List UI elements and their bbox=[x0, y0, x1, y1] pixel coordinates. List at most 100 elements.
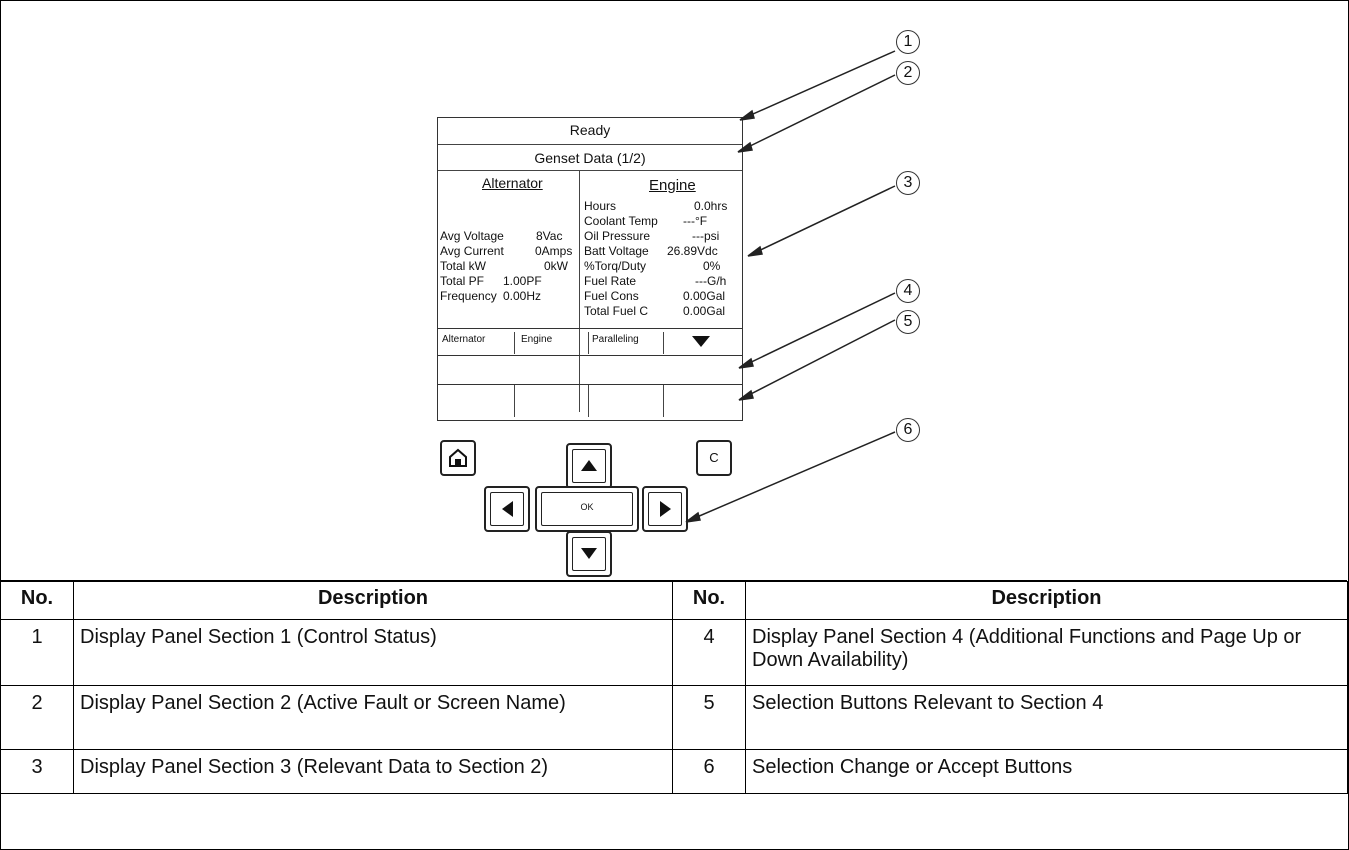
up-arrow-button[interactable] bbox=[566, 443, 612, 489]
alt-label: Total kW bbox=[440, 259, 487, 273]
leader-arrowhead bbox=[739, 109, 755, 121]
callout-6: 6 bbox=[896, 418, 920, 442]
alt-value: 8Vac bbox=[536, 229, 563, 243]
divider bbox=[588, 385, 589, 417]
leader-line bbox=[742, 292, 896, 367]
down-arrow-icon bbox=[581, 548, 597, 559]
up-arrow-icon bbox=[581, 460, 597, 471]
callout-3: 3 bbox=[896, 171, 920, 195]
divider bbox=[514, 385, 515, 417]
softkey-label-paralleling: Paralleling bbox=[592, 334, 639, 345]
eng-label: Batt Voltage bbox=[584, 244, 649, 258]
table-row: 1 Display Panel Section 1 (Control Statu… bbox=[0, 619, 1348, 686]
leader-line bbox=[751, 185, 896, 255]
alt-value: 0.00Hz bbox=[503, 289, 542, 303]
down-arrow-button[interactable] bbox=[566, 531, 612, 577]
eng-value: ---G/h bbox=[695, 274, 727, 288]
item-number: 5 bbox=[672, 685, 746, 750]
ok-button[interactable]: OK bbox=[535, 486, 639, 532]
item-number: 1 bbox=[0, 619, 74, 686]
eng-label: Oil Pressure bbox=[584, 229, 651, 243]
eng-label: Total Fuel C bbox=[584, 304, 649, 318]
alt-value: 0kW bbox=[544, 259, 568, 273]
alt-label: Frequency bbox=[440, 289, 497, 303]
callout-2: 2 bbox=[896, 61, 920, 85]
leader-arrowhead bbox=[738, 389, 754, 401]
eng-value: 0.00Gal bbox=[683, 304, 726, 318]
page-down-triangle-icon bbox=[692, 336, 710, 347]
control-status: Ready bbox=[569, 122, 611, 138]
item-description: Display Panel Section 3 (Relevant Data t… bbox=[73, 749, 673, 794]
right-arrow-button[interactable] bbox=[642, 486, 688, 532]
c-button[interactable]: C bbox=[696, 440, 732, 476]
alt-label: Total PF bbox=[440, 274, 485, 288]
leader-arrowhead bbox=[747, 245, 763, 257]
alternator-heading: Alternator bbox=[482, 175, 543, 191]
screen-name: Genset Data (1/2) bbox=[534, 150, 646, 166]
eng-label: Coolant Temp bbox=[584, 214, 658, 228]
alt-value: 0Amps bbox=[535, 244, 573, 258]
eng-label: Fuel Cons bbox=[584, 289, 639, 303]
divider bbox=[438, 144, 742, 145]
alt-value: 1.00PF bbox=[503, 274, 542, 288]
table-row: 3 Display Panel Section 3 (Relevant Data… bbox=[0, 749, 1348, 794]
divider bbox=[437, 384, 743, 385]
divider bbox=[663, 385, 664, 417]
table-header-row: No. Description No. Description bbox=[0, 581, 1348, 620]
eng-value: 0.00Gal bbox=[683, 289, 726, 303]
home-icon bbox=[449, 448, 467, 467]
divider bbox=[588, 332, 589, 354]
alt-label: Avg Current bbox=[440, 244, 504, 258]
eng-value: 26.89Vdc bbox=[667, 244, 718, 258]
table-row: 2 Display Panel Section 2 (Active Fault … bbox=[0, 685, 1348, 750]
item-number: 2 bbox=[0, 685, 74, 750]
item-number: 4 bbox=[672, 619, 746, 686]
right-arrow-icon bbox=[660, 501, 671, 517]
divider bbox=[437, 328, 743, 329]
callout-5: 5 bbox=[896, 310, 920, 334]
eng-value: 0.0hrs bbox=[694, 199, 728, 213]
description-table: No. Description No. Description 1 Displa… bbox=[0, 581, 1348, 794]
divider bbox=[437, 355, 743, 356]
eng-label: Hours bbox=[584, 199, 617, 213]
header-no: No. bbox=[0, 581, 74, 620]
figure-area: Ready Genset Data (1/2) Alternator Engin… bbox=[0, 30, 1347, 581]
leader-line bbox=[741, 74, 896, 151]
eng-label: %Torq/Duty bbox=[584, 259, 647, 273]
leader-line bbox=[689, 431, 896, 521]
eng-value: ---psi bbox=[692, 229, 720, 243]
leader-arrowhead bbox=[737, 141, 753, 153]
item-description: Selection Change or Accept Buttons bbox=[745, 749, 1348, 794]
left-arrow-button[interactable] bbox=[484, 486, 530, 532]
ok-label: OK bbox=[580, 502, 594, 512]
softkey-label-engine: Engine bbox=[521, 334, 553, 345]
leader-line bbox=[743, 50, 896, 119]
alt-label: Avg Voltage bbox=[440, 229, 504, 243]
item-description: Display Panel Section 2 (Active Fault or… bbox=[73, 685, 673, 750]
item-description: Display Panel Section 1 (Control Status) bbox=[73, 619, 673, 686]
divider bbox=[438, 170, 742, 171]
column-divider bbox=[579, 170, 580, 412]
divider bbox=[663, 332, 664, 354]
eng-value: ---°F bbox=[683, 214, 708, 228]
home-button[interactable] bbox=[440, 440, 476, 476]
leader-arrowhead bbox=[738, 357, 754, 369]
eng-value: 0% bbox=[703, 259, 721, 273]
callout-leaders bbox=[685, 50, 896, 523]
callout-1: 1 bbox=[896, 30, 920, 54]
leader-line bbox=[742, 319, 896, 399]
item-number: 6 bbox=[672, 749, 746, 794]
callout-4: 4 bbox=[896, 279, 920, 303]
divider bbox=[514, 332, 515, 354]
header-description: Description bbox=[745, 581, 1348, 620]
header-no: No. bbox=[672, 581, 746, 620]
leader-arrowhead bbox=[685, 511, 701, 523]
engine-heading: Engine bbox=[649, 177, 696, 194]
softkey-label-alternator: Alternator bbox=[442, 334, 486, 345]
selection-buttons-row bbox=[437, 385, 743, 417]
left-arrow-icon bbox=[502, 501, 513, 517]
item-description: Display Panel Section 4 (Additional Func… bbox=[745, 619, 1348, 686]
eng-label: Fuel Rate bbox=[584, 274, 637, 288]
item-number: 3 bbox=[0, 749, 74, 794]
display-panel: Ready Genset Data (1/2) Alternator Engin… bbox=[437, 117, 743, 421]
